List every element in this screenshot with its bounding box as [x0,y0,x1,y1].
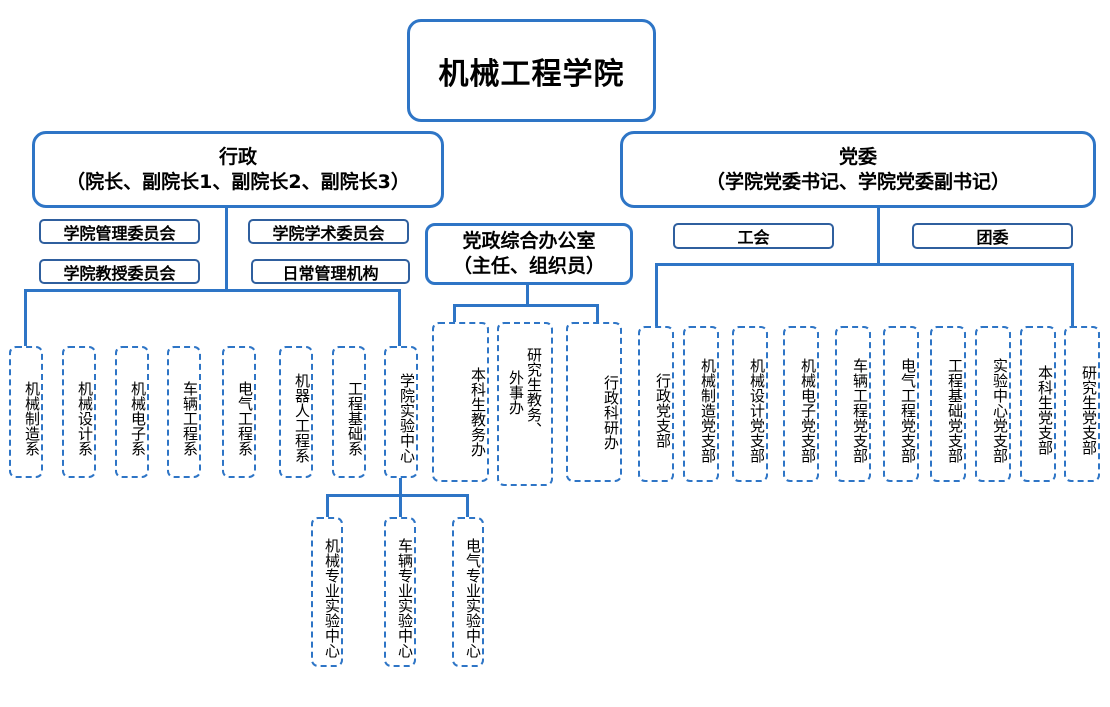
connector [453,304,456,323]
daily-management[interactable]: 日常管理机构 [251,259,410,284]
department-box[interactable]: 机械设计系 [62,346,96,478]
admin-title: 行政 [218,145,257,168]
connector [398,289,401,348]
connector [655,263,658,326]
connector [453,304,599,307]
committee-professors[interactable]: 学院教授委员会 [39,259,200,284]
admin-node[interactable]: 行政 （院长、副院长1、副院长2、副院长3） [32,131,444,208]
party-node[interactable]: 党委 （学院党委书记、学院党委副书记） [620,131,1096,208]
party-branch-box[interactable]: 实验中心党支部 [975,326,1011,482]
party-branch-label: 机械设计党支部 [748,357,766,463]
connector [225,208,228,291]
committee-label: 学院教授委员会 [63,263,176,283]
department-box[interactable]: 机械电子系 [115,346,149,478]
connector [596,304,599,323]
party-branch-box[interactable]: 工程基础党支部 [930,326,966,482]
connector [655,263,1072,266]
connector [326,494,329,518]
office-title: 党政综合办公室 [462,230,596,252]
department-box[interactable]: 电气工程系 [222,346,256,478]
department-label: 机器人工程系 [293,373,311,463]
office-unit-label: 本科生教务办 [469,367,487,457]
affiliate-label: 团委 [976,228,1009,247]
connector [326,494,469,497]
lab-center-box[interactable]: 电气专业实验中心 [452,517,484,667]
office-unit-label: 研究生教务、外事办 [507,347,543,437]
affiliate-label: 工会 [737,228,770,247]
affiliate-union[interactable]: 工会 [673,223,834,249]
party-branch-label: 本科生党支部 [1036,365,1054,455]
committee-label: 学院管理委员会 [63,223,176,243]
department-label: 机械设计系 [76,380,94,456]
committee-label: 学院学术委员会 [272,223,385,243]
connector [1071,263,1074,326]
root-title: 机械工程学院 [438,56,625,92]
root-node[interactable]: 机械工程学院 [407,19,656,122]
department-label: 机械制造系 [23,380,41,456]
party-branch-label: 工程基础党支部 [946,357,964,463]
party-branch-box[interactable]: 机械设计党支部 [732,326,768,482]
department-box-lab-center[interactable]: 学院实验中心 [384,346,418,478]
connector [399,478,402,495]
party-branch-label: 行政党支部 [654,372,672,448]
party-subtitle: （学院党委书记、学院党委副书记） [705,170,1010,193]
party-branch-label: 车辆工程党支部 [851,357,869,463]
lab-center-box[interactable]: 车辆专业实验中心 [384,517,416,667]
party-branch-box[interactable]: 电气工程党支部 [883,326,919,482]
lab-center-label: 车辆专业实验中心 [396,538,414,658]
party-branch-box[interactable]: 车辆工程党支部 [835,326,871,482]
lab-center-box[interactable]: 机械专业实验中心 [311,517,343,667]
connector [399,494,402,518]
office-subtitle: （主任、组织员） [452,255,605,277]
party-branch-label: 电气工程党支部 [899,357,917,463]
party-branch-box[interactable]: 研究生党支部 [1064,326,1100,482]
connector [466,494,469,518]
party-branch-label: 机械电子党支部 [799,357,817,463]
office-unit-box[interactable]: 行政科研办 [566,322,622,482]
department-box[interactable]: 车辆工程系 [167,346,201,478]
committee-label: 日常管理机构 [282,263,379,283]
connector [24,289,27,348]
party-branch-label: 实验中心党支部 [991,357,1009,463]
department-box[interactable]: 工程基础系 [332,346,366,478]
department-label: 工程基础系 [346,380,364,456]
department-box[interactable]: 机械制造系 [9,346,43,478]
office-unit-box[interactable]: 本科生教务办 [432,322,489,482]
party-branch-box[interactable]: 行政党支部 [638,326,674,482]
lab-center-label: 机械专业实验中心 [323,538,341,658]
department-label: 电气工程系 [236,380,254,456]
committee-management[interactable]: 学院管理委员会 [39,219,200,244]
party-branch-label: 研究生党支部 [1080,365,1098,455]
party-branch-box[interactable]: 本科生党支部 [1020,326,1056,482]
department-label: 机械电子系 [129,380,147,456]
connector [877,208,880,265]
party-branch-box[interactable]: 机械制造党支部 [683,326,719,482]
party-branch-label: 机械制造党支部 [699,357,717,463]
affiliate-youth-league[interactable]: 团委 [912,223,1073,249]
admin-subtitle: （院长、副院长1、副院长2、副院长3） [66,170,410,193]
committee-academic[interactable]: 学院学术委员会 [248,219,409,244]
connector [24,289,401,292]
party-branch-box[interactable]: 机械电子党支部 [783,326,819,482]
department-label: 车辆工程系 [181,380,199,456]
office-unit-label: 行政科研办 [602,374,620,450]
party-title: 党委 [838,145,877,168]
connector [526,285,529,306]
lab-center-label: 电气专业实验中心 [464,538,482,658]
office-node[interactable]: 党政综合办公室 （主任、组织员） [425,223,633,285]
office-unit-box[interactable]: 研究生教务、外事办 [497,322,553,486]
department-box[interactable]: 机器人工程系 [279,346,313,478]
department-label: 学院实验中心 [398,373,416,463]
